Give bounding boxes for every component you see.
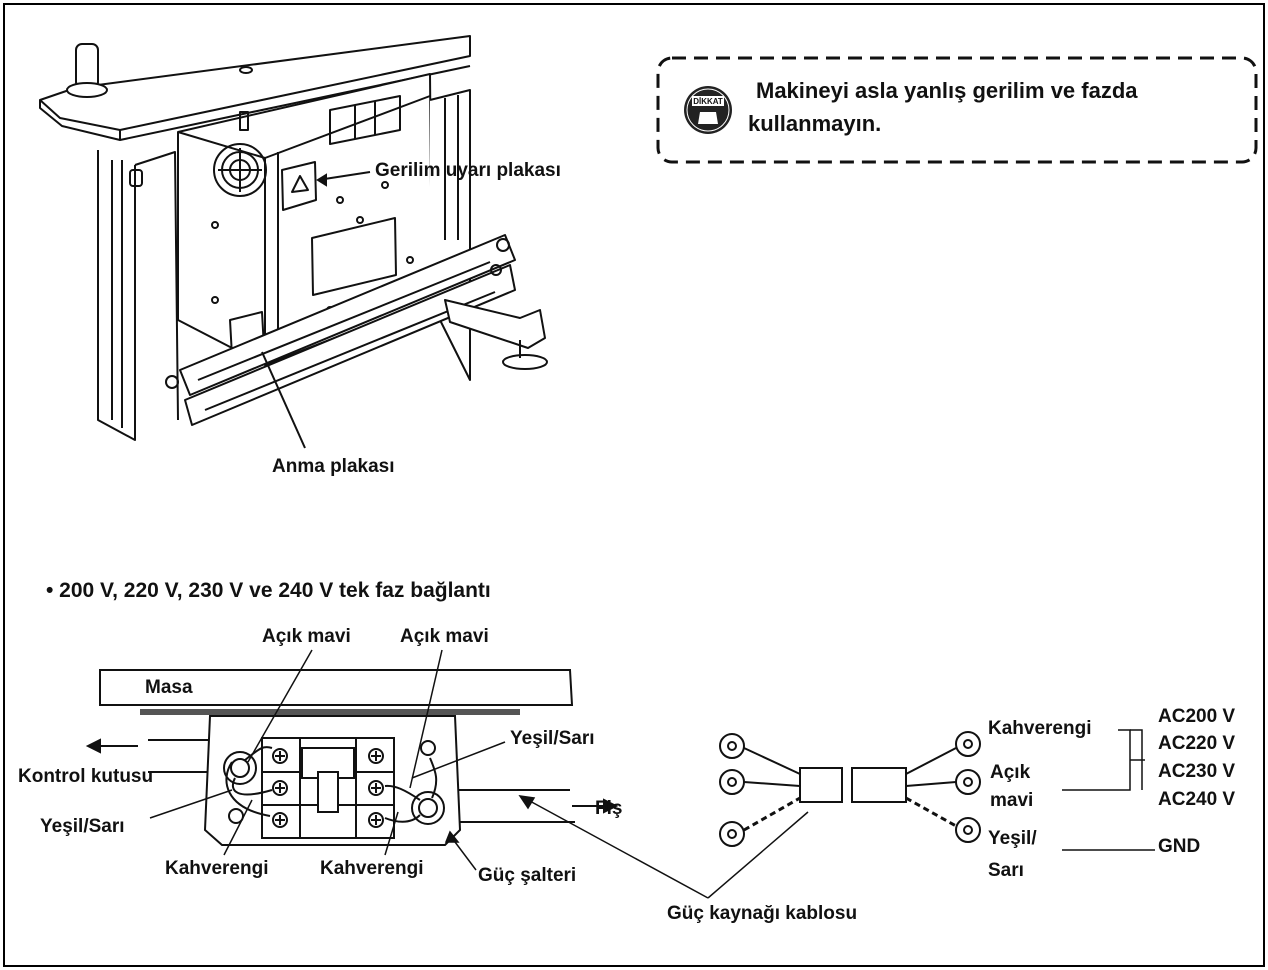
cable-light-blue-label-1: Açık: [990, 762, 1031, 783]
power-switch-label: Güç şalteri: [478, 865, 577, 886]
cable-brown-label: Kahverengi: [988, 718, 1092, 739]
voltage-warning-plate-label: Gerilim uyarı plakası: [375, 160, 561, 181]
rating-plate-label: Anma plakası: [272, 456, 395, 477]
light-blue-right-label: Açık mavi: [400, 626, 489, 647]
switch-diagram: [99, 669, 575, 846]
cable-green-yellow-label-1: Yeşil/: [988, 828, 1037, 849]
green-yellow-right-label: Yeşil/Sarı: [510, 728, 595, 749]
brown-left-label: Kahverengi: [165, 858, 269, 879]
voltage-ac220-label: AC220 V: [1158, 733, 1236, 754]
brown-right-label: Kahverengi: [320, 858, 424, 879]
section-title: • 200 V, 220 V, 230 V ve 240 V tek faz b…: [46, 579, 491, 602]
power-cable-label: Güç kaynağı kablosu: [667, 903, 858, 924]
caution-message: Makineyi asla yanlış gerilim ve fazda ku…: [748, 74, 1138, 140]
voltage-ac200-label: AC200 V: [1158, 706, 1236, 727]
caution-line-1: Makineyi asla yanlış gerilim ve fazda: [756, 78, 1138, 103]
voltage-ac240-label: AC240 V: [1158, 789, 1236, 810]
caution-line-2: kullanmayın.: [748, 111, 882, 136]
gnd-label: GND: [1158, 836, 1201, 857]
caution-icon-text: DİKKAT: [693, 97, 723, 106]
outer-frame: [3, 3, 1265, 967]
caution-box: [656, 56, 1258, 164]
caution-icon: DİKKAT: [684, 86, 732, 134]
power-cable-illustration: [719, 731, 981, 847]
light-blue-left-label: Açık mavi: [262, 626, 351, 647]
machine-illustration: [39, 35, 548, 441]
voltage-ac230-label: AC230 V: [1158, 761, 1236, 782]
cable-green-yellow-label-2: Sarı: [988, 860, 1024, 881]
control-box-label: Kontrol kutusu: [18, 766, 154, 787]
plug-label: Fiş: [595, 798, 623, 819]
green-yellow-left-label: Yeşil/Sarı: [40, 816, 125, 837]
cable-light-blue-label-2: mavi: [990, 790, 1034, 811]
table-label: Masa: [145, 677, 193, 698]
